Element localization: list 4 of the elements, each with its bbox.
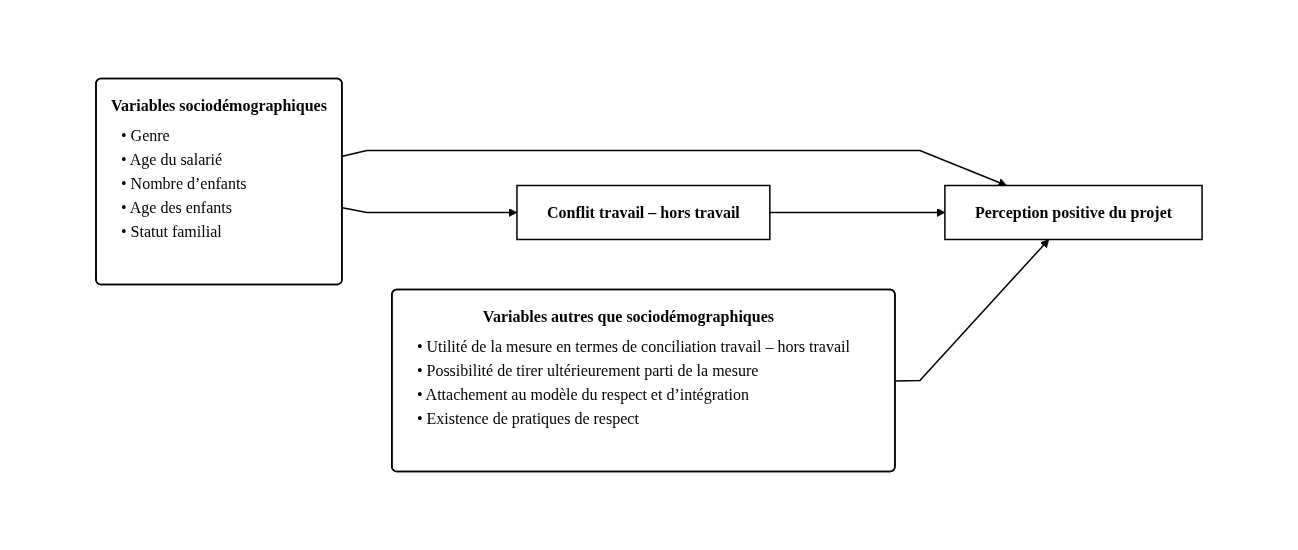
- node-box: Perception positive du projet: [944, 184, 1203, 241]
- node-box: Conflit travail – hors travail: [516, 184, 771, 241]
- arrow: [341, 149, 1007, 187]
- arrow: [894, 239, 1050, 382]
